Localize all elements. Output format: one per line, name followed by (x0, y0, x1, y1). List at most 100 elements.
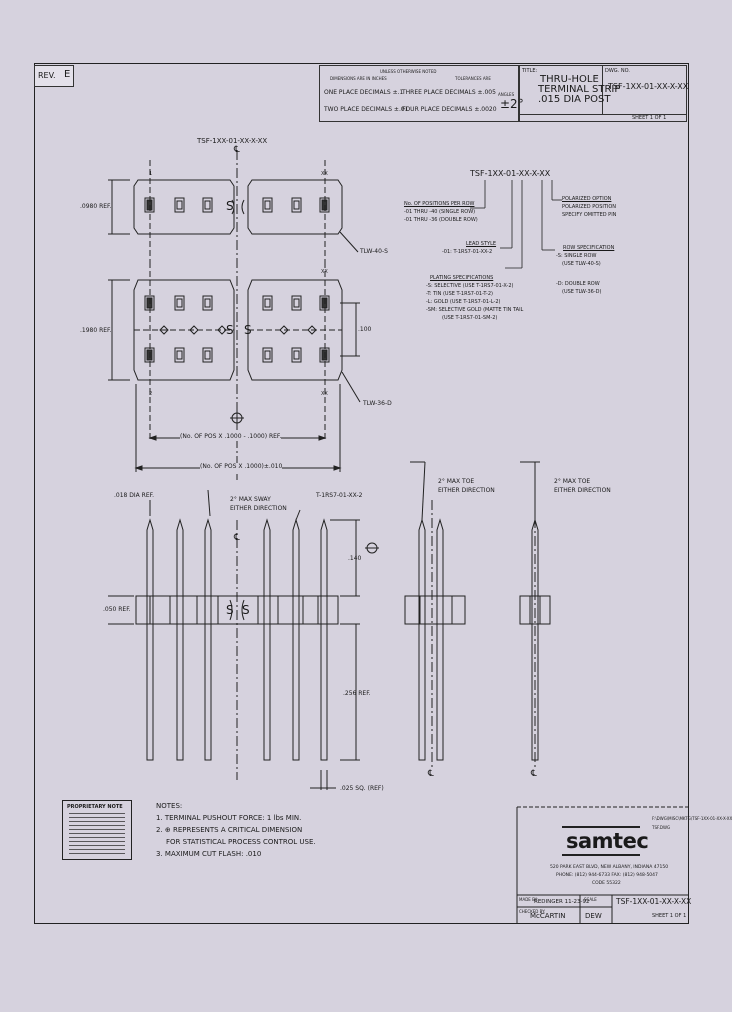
positions-1: -01 THRU -40 (SINGLE ROW) (404, 209, 476, 215)
dim-140: .140 (348, 555, 362, 562)
title-line-1: THRU-HOLE (540, 74, 599, 85)
break-s-1: S (226, 199, 234, 213)
rev-label: REV. (38, 71, 56, 80)
pin-last-label: XX (321, 171, 328, 177)
dwg-number: TSF-1XX-01-XX-X-XX (608, 82, 689, 91)
plating-4: -SM: SELECTIVE GOLD (MATTE TIN TAIL (426, 307, 524, 313)
title-block: TITLE: THRU-HOLE TERMINAL STRIP .015 DIA… (519, 65, 689, 122)
double-row-strip (133, 279, 343, 381)
row-2: (USE TLW-40-S) (562, 261, 601, 267)
ref-double-row: .1980 REF. (80, 327, 112, 334)
lead-1: -01: T-1RS7-01-XX-2 (442, 249, 493, 255)
dim-100: .100 (358, 326, 372, 333)
checked-label: CHECKED BY: (519, 909, 546, 914)
lead-title: LEAD STYLE (466, 241, 497, 247)
sway-label: 2° MAX SWAY (230, 496, 271, 503)
samtec-logo: samtec (562, 826, 649, 856)
notes-title: NOTES: (156, 802, 183, 810)
made-by-label: MADE BY: (519, 897, 538, 902)
break-s-2: S (226, 323, 234, 337)
scale-label: SCALE (584, 897, 597, 902)
proprietary-title: PROPRIETARY NOTE (67, 804, 123, 810)
tol-three-place: THREE PLACE DECIMALS ±.005 (402, 89, 496, 96)
break-s-front-2: S (242, 603, 250, 617)
ref-single-row: .0980 REF. (80, 203, 112, 210)
dim-025: .025 SQ. (REF) (340, 785, 384, 792)
plating-5: (USE T-1RS7-01-SM-2) (442, 315, 498, 321)
row-4: (USE TLW-36-D) (562, 289, 602, 295)
file-path-1: F:\DWG\MISC\MKTG\TSF-1XX-01-XX-X-XX (652, 816, 732, 821)
title-line-2: TERMINAL STRIP (538, 84, 621, 95)
proprietary-note: PROPRIETARY NOTE (62, 800, 132, 860)
address-1: 520 PARK EAST BLVD, NEW ALBANY, INDIANA … (550, 865, 669, 870)
dim-inner: (No. OF POS X .1000 - .1000) REF. (180, 433, 282, 441)
centerline-side-2: ℄ (531, 769, 537, 779)
tol-two-place: TWO PLACE DECIMALS ±.01 (324, 106, 409, 113)
angles-label: ANGLES (498, 92, 515, 97)
tol-header: UNLESS OTHERWISE NOTED (380, 69, 437, 74)
angles-value: ±2° (500, 97, 524, 111)
positions-2: -01 THRU -36 (DOUBLE ROW) (404, 217, 478, 223)
part-number-tree (470, 180, 562, 269)
note-1: 1. TERMINAL PUSHOUT FORCE: 1 lbs MIN. (156, 814, 302, 822)
positions-title: No. OF POSITIONS PER ROW (404, 201, 475, 207)
dim-050: .050 REF. (103, 606, 131, 613)
front-view (135, 518, 339, 780)
pin-last-mid-label: XX (321, 269, 328, 275)
polarized-2: SPECIFY OMITTED PIN (562, 212, 617, 218)
toe-1b: EITHER DIRECTION (438, 487, 495, 494)
proprietary-text-block (69, 813, 125, 855)
row-1: -S: SINGLE ROW (556, 253, 597, 259)
made-by: REDINGER 11-23-92 (534, 899, 590, 905)
revision-block: REV. E (34, 65, 74, 87)
tlw36-label: TLW-36-D (363, 400, 392, 407)
signoff-dwg-no: TSF-1XX-01-XX-X-XX (616, 897, 692, 906)
scale-value: DEW (585, 912, 602, 920)
plating-2: -T: TIN (USE T-1RS7-01-T-2) (426, 291, 493, 297)
dwg-label: DWG. NO. (605, 68, 630, 74)
row-title: ROW SPECIFICATION (563, 245, 615, 251)
signoff-sheet: SHEET 1 OF 1 (652, 913, 687, 919)
lead-ref: T-1RS7-01-XX-2 (316, 492, 363, 499)
drawing-sheet (34, 63, 689, 924)
plating-title: PLATING SPECIFICATIONS (430, 275, 494, 281)
polarized-title: POLARIZED OPTION (562, 196, 612, 202)
rev-value: E (64, 69, 71, 80)
plating-1: -S: SELECTIVE (USE T-1RS7-01-X-2) (426, 283, 514, 289)
toe-1: 2° MAX TOE (438, 478, 475, 485)
centerline-side-1: ℄ (428, 769, 434, 779)
break-s-3: S (244, 323, 252, 337)
title-line-3: .015 DIA POST (538, 94, 611, 105)
dim-256: .256 REF. (343, 690, 371, 697)
tlw40-label: TLW-40-S (360, 248, 388, 255)
pin-1-label: 1 (149, 171, 153, 177)
double-row-pins (134, 295, 342, 363)
polarized-1: POLARIZED POSITION (562, 204, 617, 210)
note-2: 2. ⊕ REPRESENTS A CRITICAL DIMENSION (156, 826, 303, 834)
toe-2: 2° MAX TOE (554, 478, 591, 485)
tol-subheader: DIMENSIONS ARE IN INCHES (330, 76, 387, 81)
sheet-number: SHEET 1 OF 1 (632, 115, 667, 121)
checked-by: McCARTIN (530, 912, 566, 920)
break-s-front-1: S (226, 603, 234, 617)
dia-ref: .018 DIA REF. (114, 492, 155, 499)
dim-outer: (No. OF POS X .1000)±.010 (200, 463, 283, 471)
address-3: CODE 55322 (592, 881, 621, 886)
side-view-left (404, 461, 466, 770)
tol-four-place: FOUR PLACE DECIMALS ±.0020 (402, 106, 497, 113)
part-number-code: TSF-1XX-01-XX-X-XX (470, 169, 551, 178)
tol-one-place: ONE PLACE DECIMALS ±.1 (324, 89, 404, 96)
note-3: 3. MAXIMUM CUT FLASH: .010 (156, 850, 262, 858)
side-view-right (519, 461, 551, 770)
title-label: TITLE: (522, 68, 538, 74)
sway-label-2: EITHER DIRECTION (230, 505, 287, 512)
plating-3: -L: GOLD (USE T-1RS7-01-L-2) (426, 299, 501, 305)
pin-last-bottom-label: XX (321, 391, 328, 397)
file-path-2: TSF.DWG (652, 825, 671, 830)
top-part-label: TSF-1XX-01-XX-X-XX (197, 137, 268, 145)
centerline-front: ℄ (234, 533, 240, 543)
note-2b: FOR STATISTICAL PROCESS CONTROL USE. (166, 838, 316, 846)
single-row-strip (133, 150, 343, 480)
tol-label: TOLERANCES ARE (455, 76, 491, 81)
